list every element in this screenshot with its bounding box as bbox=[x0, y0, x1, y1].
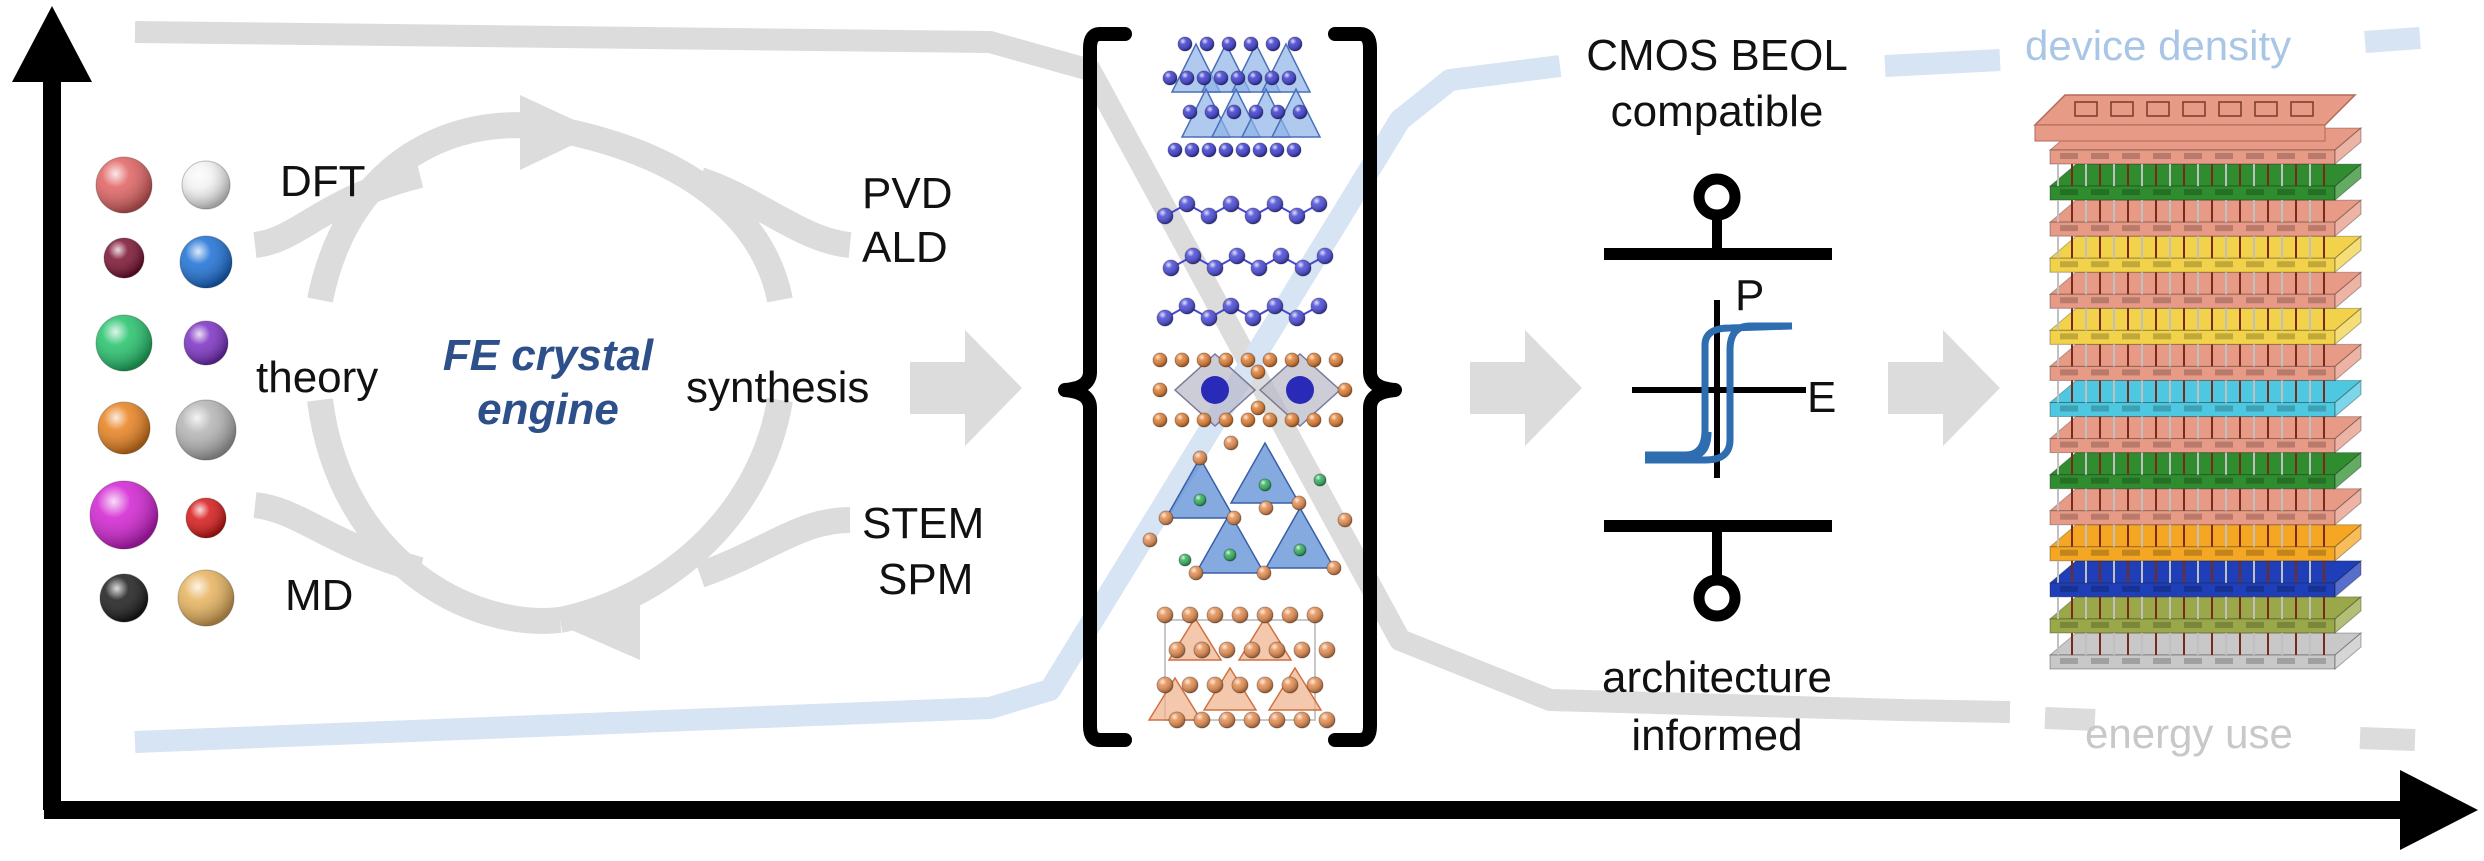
synthesis-label: synthesis bbox=[686, 363, 869, 412]
puckered-layer-structure bbox=[1156, 195, 1334, 327]
element-sphere bbox=[177, 569, 235, 627]
tetrahedral-framework-structure bbox=[1142, 435, 1353, 581]
ald-label: ALD bbox=[862, 223, 948, 272]
energy-use-label: energy use bbox=[2085, 710, 2293, 757]
pvd-branch bbox=[695, 167, 852, 258]
e-axis-label: E bbox=[1807, 373, 1836, 422]
ferroelectric-capacitor-symbol bbox=[1604, 173, 1832, 622]
top-chip-surface bbox=[2033, 94, 2357, 142]
synthesis-to-crystals-arrow bbox=[910, 330, 1022, 446]
crystal-braces bbox=[1058, 27, 1402, 747]
p-axis-label: P bbox=[1735, 271, 1764, 320]
stem-label: STEM bbox=[862, 499, 984, 548]
element-sphere bbox=[99, 573, 149, 623]
right-brace bbox=[1328, 27, 1402, 747]
x-axis-arrowhead bbox=[2400, 770, 2478, 850]
cycle-return-arrowhead bbox=[560, 590, 640, 660]
device-density-label: device density bbox=[2025, 22, 2291, 69]
bottom-terminal bbox=[1693, 574, 1741, 622]
element-sphere bbox=[175, 399, 237, 461]
md-label: MD bbox=[285, 571, 353, 620]
top-terminal bbox=[1693, 173, 1741, 221]
element-sphere bbox=[97, 401, 151, 455]
element-sphere bbox=[181, 160, 231, 210]
spm-label: SPM bbox=[878, 555, 973, 604]
element-sphere bbox=[185, 497, 227, 539]
element-sphere bbox=[179, 235, 233, 289]
md-branch bbox=[253, 492, 424, 583]
element-sphere bbox=[89, 480, 159, 550]
main-axes bbox=[12, 6, 2478, 850]
element-spheres bbox=[89, 156, 237, 627]
architecture-label: architecture bbox=[1602, 653, 1832, 702]
element-sphere bbox=[103, 237, 145, 279]
cycle-forward-arrowhead bbox=[520, 95, 600, 170]
left-brace bbox=[1058, 27, 1132, 747]
element-sphere bbox=[95, 314, 153, 372]
informed-label: informed bbox=[1631, 711, 1802, 760]
crystal-structures bbox=[1142, 36, 1353, 729]
crystals-to-device-arrow bbox=[1470, 330, 1582, 446]
element-sphere bbox=[183, 320, 229, 366]
device-to-stack-arrow bbox=[1888, 330, 2000, 446]
cmos-beol-label: CMOS BEOL bbox=[1586, 31, 1848, 80]
energy-use-trend-line bbox=[134, 21, 2011, 723]
engine-title-line2: engine bbox=[477, 385, 619, 434]
engine-cycle bbox=[252, 112, 852, 634]
tetrahedral-layer-structure bbox=[1162, 36, 1322, 158]
compatible-label: compatible bbox=[1611, 87, 1824, 136]
pvd-label: PVD bbox=[862, 169, 952, 218]
dft-branch bbox=[252, 162, 424, 258]
stem-branch bbox=[695, 507, 851, 588]
y-axis-arrowhead bbox=[12, 6, 92, 82]
theory-label: theory bbox=[256, 353, 378, 402]
stack-layer bbox=[2048, 631, 2363, 671]
3d-integrated-chip-stack bbox=[2033, 94, 2363, 671]
dft-label: DFT bbox=[280, 157, 366, 206]
engine-title-line1: FE crystal bbox=[443, 331, 654, 380]
element-sphere bbox=[95, 156, 153, 214]
octahedral-cage-structure bbox=[1152, 352, 1353, 428]
fluorite-structure bbox=[1147, 606, 1336, 729]
